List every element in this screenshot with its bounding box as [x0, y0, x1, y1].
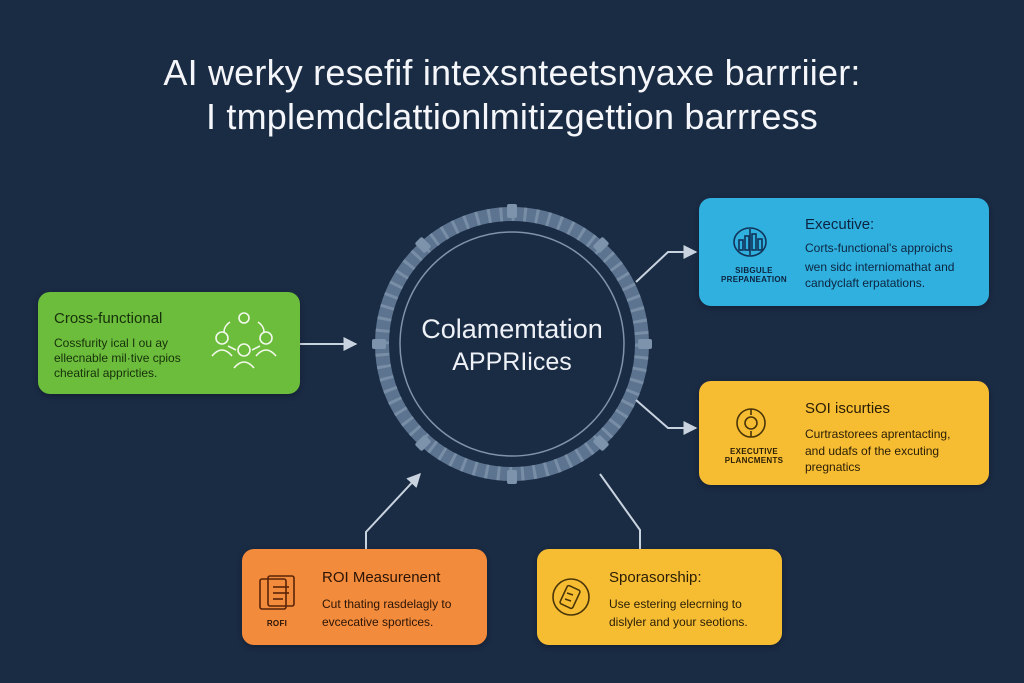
connector-roi-to-hub: [365, 472, 421, 549]
card-text-line: dislyler and your seotions.: [609, 615, 748, 629]
card-text-line: evcecative sportices.: [322, 615, 434, 629]
report-document-icon: [259, 575, 295, 610]
card-text-line: candyclaft erpatations.: [805, 276, 926, 290]
card-heading: Cross-functional: [54, 310, 163, 327]
card-text-line: ellecnable mil·tive cpios: [54, 351, 181, 365]
card-cross-functional: Cross-functional Cossfurity ical I ou ay…: [38, 292, 300, 394]
hub-label-line-1: Colamemtation: [421, 314, 603, 344]
card-text-line: Use estering elecrning to: [609, 597, 742, 611]
card-text-line: and udafs of the excuting: [805, 444, 940, 458]
connector-hub-to-soi: [635, 399, 698, 435]
team-network-icon: [211, 312, 277, 369]
card-text-line: Curtrastorees aprentacting,: [805, 427, 951, 441]
card-soi: EXECUTIVE PLANCMENTS SOI iscurties Curtr…: [699, 381, 989, 485]
card-text-line: Cossfurity ical I ou ay: [54, 336, 169, 350]
icon-caption: ROFI: [266, 619, 288, 628]
brain-chart-icon: [733, 227, 767, 257]
card-heading: ROI Measurenent: [322, 569, 441, 586]
card-text-line: pregnatics: [805, 460, 861, 474]
title-line-2: I tmplemdclattionlmitizgettion barrress: [205, 96, 818, 137]
card-heading: Sporasorship:: [609, 569, 702, 586]
card-heading: SOI iscurties: [805, 400, 891, 417]
icon-caption: SIBGULE: [735, 266, 773, 275]
card-text-line: cheatiral appricties.: [54, 366, 158, 380]
icon-caption: EXECUTIVE: [729, 447, 779, 456]
card-executive: SIBGULE PREPANEATION Executive: Corts-fu…: [699, 198, 989, 306]
connector-hub-to-sponsorship: [599, 473, 641, 549]
card-text-line: Cut thating rasdelagly to: [322, 597, 452, 611]
icon-caption: PREPANEATION: [721, 275, 787, 284]
hub-label-line-2: APPRIices: [452, 348, 572, 376]
hub-ring: [372, 204, 652, 484]
card-roi-measurement: ROFI ROI Measurenent Cut thating rasdela…: [242, 549, 487, 645]
handshake-tag-icon: [552, 578, 590, 616]
icon-caption: PLANCMENTS: [724, 456, 784, 465]
card-text-line: wen sidc interniomathat and: [805, 260, 955, 274]
card-text-line: Corts-functional's approichs: [805, 241, 953, 255]
card-sponsorship: Sporasorship: Use estering elecrning to …: [537, 549, 782, 645]
connector-hub-to-executive: [635, 245, 698, 283]
card-heading: Executive:: [805, 216, 875, 233]
target-icon: [736, 408, 766, 438]
title-line-1: AI werky resefif intexsnteetsnyaxe barrr…: [163, 52, 861, 93]
